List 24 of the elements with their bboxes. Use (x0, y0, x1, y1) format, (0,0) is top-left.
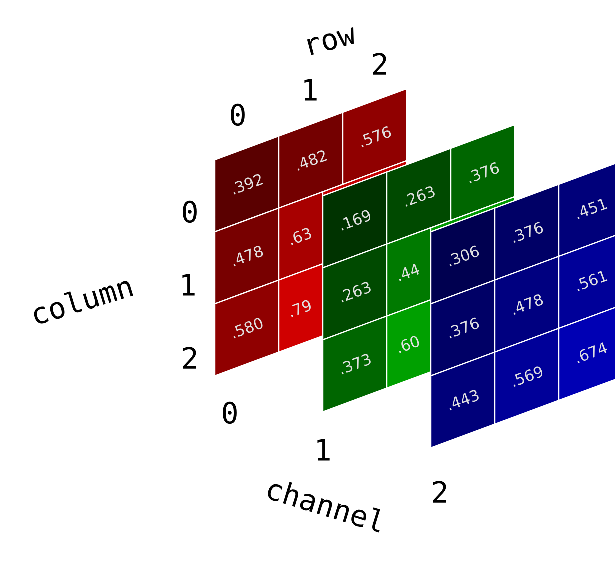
axis-index: 1 (318, 439, 330, 461)
grid-cell: .263 (322, 243, 388, 341)
axis-index: 0 (231, 104, 245, 126)
grid-cell: .576 (342, 88, 408, 186)
grid-cell: .373 (322, 315, 388, 413)
grid-cell: .443 (430, 351, 496, 449)
axis-index: 2 (183, 347, 196, 369)
axis-index: 0 (183, 200, 197, 224)
grid-cell: .478 (214, 207, 280, 305)
grid-cell: .580 (214, 279, 280, 377)
axis-index: 2 (373, 53, 386, 75)
grid-cell: .376 (430, 279, 496, 377)
grid-cell: .376 (450, 124, 516, 222)
grid-cell: .674 (558, 304, 615, 402)
axis-title: column (34, 281, 134, 324)
grid-cell: .392 (214, 135, 280, 233)
axis-index: 2 (433, 481, 446, 503)
axis-index: 1 (182, 274, 195, 296)
grid-cell: .306 (430, 207, 496, 305)
axis-index: 1 (304, 79, 317, 101)
axis-index: 0 (223, 402, 237, 424)
grid-cell: .169 (322, 171, 388, 269)
axis-title: row (307, 27, 354, 56)
grid-cell: .561 (558, 232, 615, 330)
